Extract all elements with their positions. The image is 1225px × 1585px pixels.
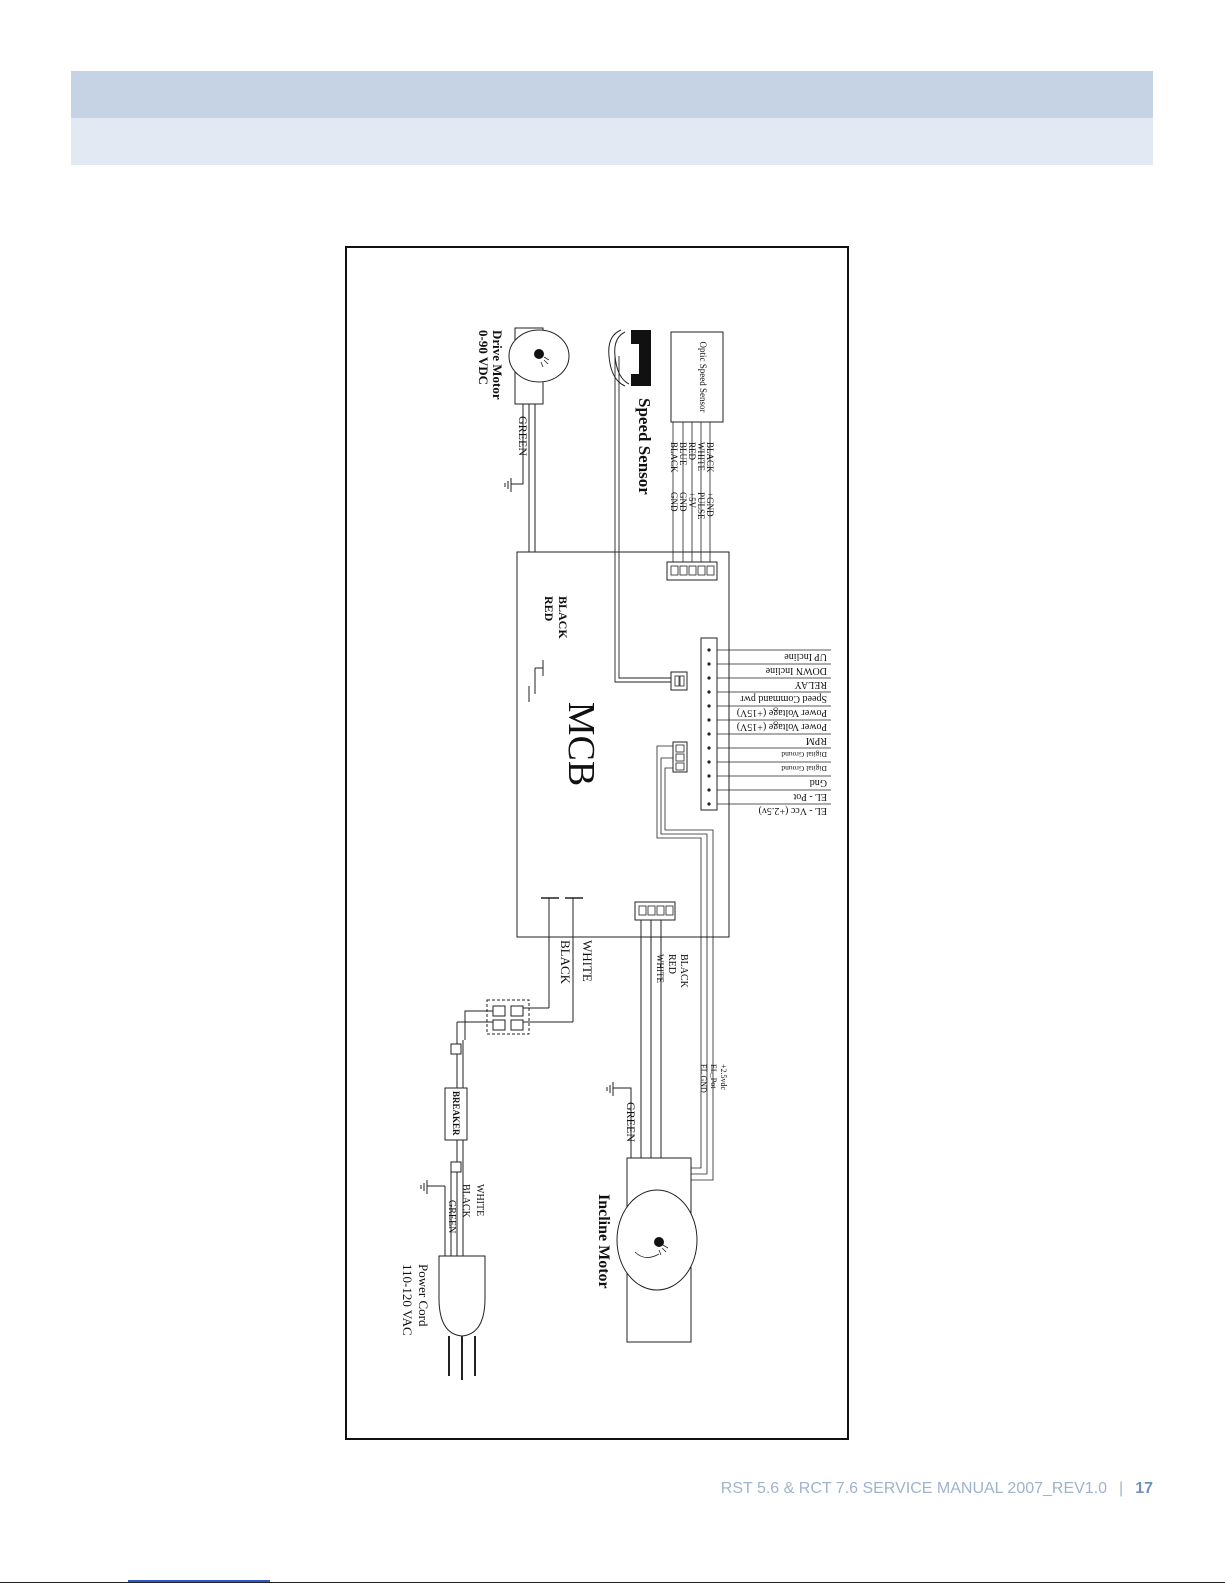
cord-wire: GREEN xyxy=(446,1200,457,1233)
header-band-top xyxy=(71,71,1153,118)
console-connector xyxy=(700,637,718,811)
console-signal: Power Voltage (+15V) xyxy=(737,707,827,718)
mcb-drive-wire: BLACK xyxy=(556,596,570,639)
pin-signal: PULSE xyxy=(696,492,706,520)
drive-motor-rating: 0-90 VDC xyxy=(476,330,491,385)
footer-separator: | xyxy=(1119,1480,1124,1497)
pot-wire: EL GND xyxy=(699,1064,708,1093)
bottom-rule xyxy=(0,1582,1225,1583)
incline-motor-ground-wire: GREEN xyxy=(624,1102,638,1142)
console-signal: UP Incline xyxy=(784,651,827,662)
console-signal: Digital Ground xyxy=(781,750,827,759)
wiring-diagram: MCB UP Incline DOWN Incline RELAY Speed … xyxy=(345,246,849,1440)
power-cord-name: Power Cord xyxy=(416,1264,431,1327)
manual-title: RST 5.6 & RCT 7.6 SERVICE MANUAL 2007_RE… xyxy=(720,1480,1108,1497)
drive-motor-name: Drive Motor xyxy=(490,330,505,400)
power-cord-plug xyxy=(438,1255,486,1337)
speed-sensor-title: Speed Sensor xyxy=(635,398,654,495)
pot-connector xyxy=(672,741,688,773)
wire-color: BLACK xyxy=(669,442,679,473)
speed-sensor-wire-colors: BLACK WHITE RED BLUE BLACK xyxy=(669,442,715,473)
console-signal-labels: UP Incline DOWN Incline RELAY Speed Comm… xyxy=(737,651,827,816)
mcb-drive-wire: RED xyxy=(542,596,556,622)
incline-motor-name: Incline Motor xyxy=(595,1194,612,1289)
breaker xyxy=(444,1087,468,1141)
bottom-link xyxy=(128,1580,270,1582)
console-signal: RPM xyxy=(806,735,827,746)
cord-wire: BLACK xyxy=(460,1184,471,1219)
pin-signal: GND xyxy=(678,492,688,512)
power-wire: WHITE xyxy=(580,940,595,982)
wire-color: BLUE xyxy=(678,442,688,466)
breaker-label: BREAKER xyxy=(451,1091,461,1136)
console-signal: EL - Pot xyxy=(793,791,827,802)
wire-color: BLACK xyxy=(705,442,715,473)
optic-sensor-connector xyxy=(666,561,718,581)
speed-sensor-pin-signals: +GND PULSE +5V GND GND xyxy=(669,492,715,520)
power-wire: BLACK xyxy=(558,940,573,985)
mcb-label: MCB xyxy=(560,702,602,786)
speed-sensor-body xyxy=(639,330,651,386)
pot-wire: EL_Pot xyxy=(709,1064,718,1089)
wire-color: WHITE xyxy=(696,442,706,471)
header-band-bottom xyxy=(71,118,1153,165)
cord-wire: WHITE xyxy=(474,1184,485,1216)
console-signal: Speed Command pwr xyxy=(740,693,827,704)
diagram-frame xyxy=(345,246,849,1440)
power-cord-rating: 110-120 VAC xyxy=(400,1264,415,1336)
optic-sensor-label: Optic Speed Sensor xyxy=(698,342,708,413)
incline-connector-wire: WHITE xyxy=(655,954,665,983)
optic-speed-sensor xyxy=(670,331,724,423)
page-footer: RST 5.6 & RCT 7.6 SERVICE MANUAL 2007_RE… xyxy=(600,1480,1153,1502)
incline-connector-wire: RED xyxy=(666,954,677,974)
pin-signal: +GND xyxy=(705,492,715,517)
drive-motor-ground-wire: GREEN xyxy=(516,416,530,456)
console-signal: EL - Vcc (+2.5v) xyxy=(759,805,827,816)
page-number: 17 xyxy=(1135,1480,1153,1497)
pin-signal: GND xyxy=(669,492,679,512)
incline-connector-wire: BLACK xyxy=(678,954,689,989)
console-signal: RELAY xyxy=(795,679,827,690)
console-signal: DOWN Incline xyxy=(765,665,827,676)
console-signal: Digital Ground xyxy=(781,764,827,773)
wire-color: RED xyxy=(687,442,697,461)
console-signal: Gnd xyxy=(810,777,827,788)
pot-wire: +2.5vdc xyxy=(719,1064,728,1091)
console-signal: Power Voltage (+15V) xyxy=(737,721,827,732)
mcb-board xyxy=(516,551,730,938)
pin-signal: +5V xyxy=(687,492,697,509)
power-switch xyxy=(486,999,530,1035)
